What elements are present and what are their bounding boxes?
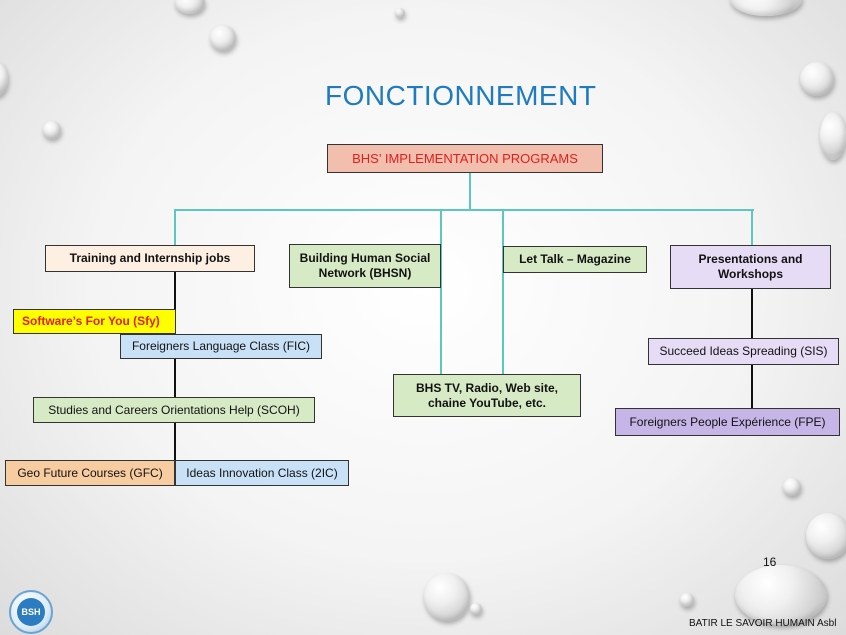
water-drop-decoration xyxy=(395,8,405,18)
root-program-box: BHS’ IMPLEMENTATION PROGRAMS xyxy=(327,144,603,173)
presentations-workshops-box: Presentations and Workshops xyxy=(670,245,831,289)
water-drop-decoration xyxy=(175,0,205,14)
bsh-logo-text: BSH xyxy=(17,598,45,626)
water-drop-decoration xyxy=(210,25,236,51)
sfy-box: Software’s For You (Sfy) xyxy=(13,309,176,334)
media-channels-box: BHS TV, Radio, Web site, chaine YouTube,… xyxy=(393,374,581,417)
water-drop-decoration xyxy=(783,478,801,496)
connector-training xyxy=(174,209,176,246)
connector-bhsn xyxy=(440,209,442,375)
fpe-box: Foreigners People Expérience (FPE) xyxy=(615,408,840,436)
bhsn-box: Building Human Social Network (BHSN) xyxy=(289,244,441,288)
water-drop-decoration xyxy=(470,603,482,615)
connector-let-talk xyxy=(502,209,504,375)
water-drop-decoration xyxy=(0,62,8,96)
connector-training-chain xyxy=(174,270,176,460)
gfc-box: Geo Future Courses (GFC) xyxy=(5,460,175,486)
water-drop-decoration xyxy=(680,593,694,607)
sis-box: Succeed Ideas Spreading (SIS) xyxy=(648,338,839,365)
footer-organization: BATIR LE SAVOIR HUMAIN Asbl xyxy=(689,618,837,629)
fic-box: Foreigners Language Class (FIC) xyxy=(120,334,322,359)
water-drop-decoration xyxy=(730,0,802,16)
scoh-box: Studies and Careers Orientations Help (S… xyxy=(33,397,315,423)
connector-root-down xyxy=(469,172,471,210)
water-drop-decoration xyxy=(800,62,834,96)
page-number: 16 xyxy=(763,555,777,569)
water-drop-decoration xyxy=(43,121,61,139)
let-talk-magazine-box: Let Talk – Magazine xyxy=(503,246,647,273)
connector-presentations xyxy=(751,209,753,246)
connector-horizontal-bus xyxy=(174,209,754,211)
water-drop-decoration xyxy=(735,565,827,625)
slide-title: FONCTIONNEMENT xyxy=(325,80,597,111)
water-drop-decoration xyxy=(806,513,846,559)
bsh-logo: BSH xyxy=(9,590,53,634)
iic-box: Ideas Innovation Class (2IC) xyxy=(175,460,349,486)
water-drop-decoration xyxy=(820,112,846,160)
training-internship-box: Training and Internship jobs xyxy=(45,245,255,272)
water-drop-decoration xyxy=(424,573,470,621)
